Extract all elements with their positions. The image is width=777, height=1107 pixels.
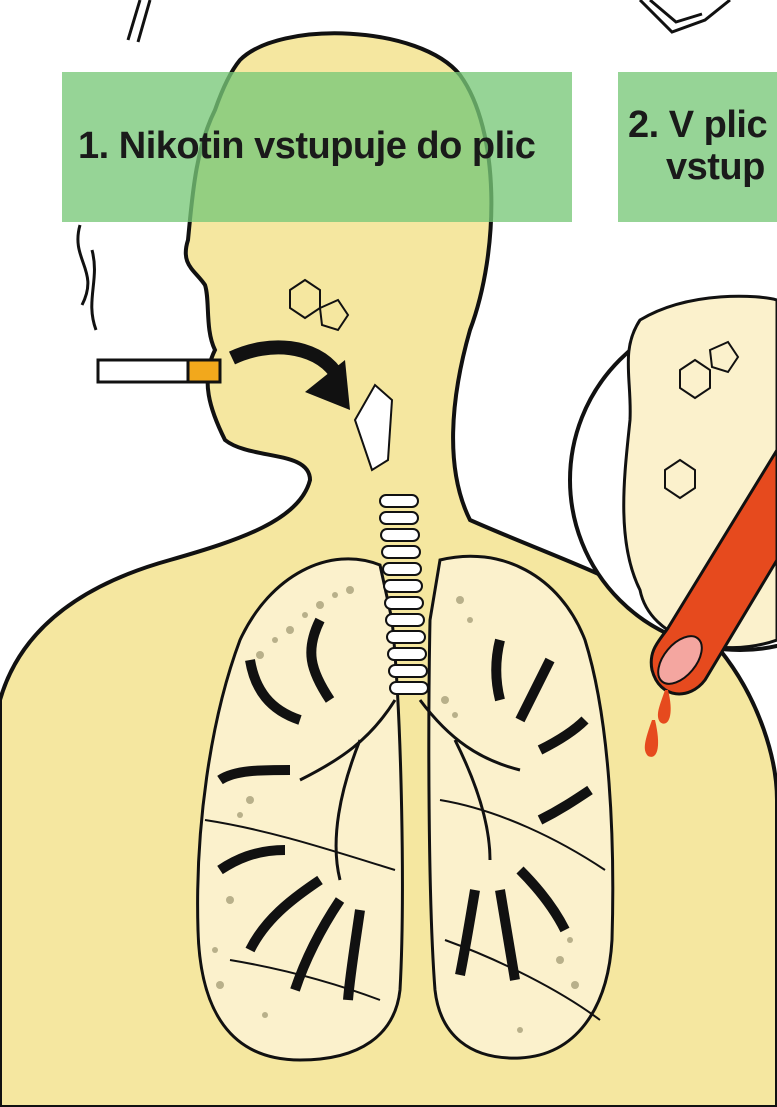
caption-step-1: 1. Nikotin vstupuje do plic (62, 72, 572, 222)
smoke-lines (78, 225, 96, 330)
caption-step-2: 2. V plic vstup (618, 72, 777, 222)
caption-step-1-text: 1. Nikotin vstupuje do plic (78, 126, 535, 168)
top-right-molecule-fragment (640, 0, 730, 32)
caption-step-2-line-2: vstup (628, 147, 765, 189)
cigarette (98, 360, 220, 382)
caption-step-2-line-1: 2. V plic (628, 105, 767, 147)
top-left-stroke (128, 0, 150, 42)
